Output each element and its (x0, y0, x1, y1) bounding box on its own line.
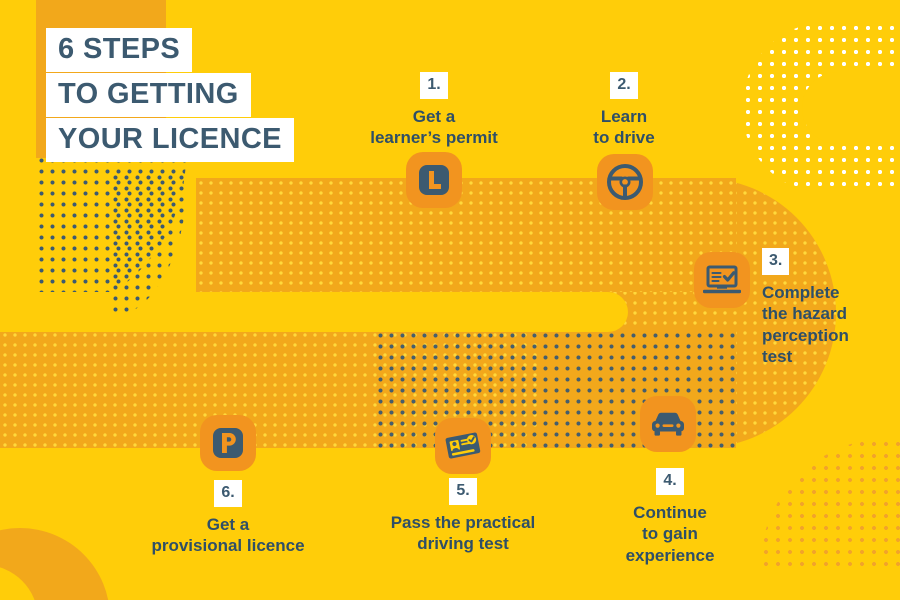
top-right-c-shape-dots (742, 22, 900, 194)
step-2-label: Learn to drive (593, 107, 655, 148)
step-1-number: 1. (420, 72, 448, 99)
step-4-label: Continue to gain experience (625, 503, 715, 565)
step-2-number: 2. (610, 72, 638, 99)
step-4-number: 4. (656, 468, 684, 495)
step-1-label: Get a learner’s permit (370, 107, 498, 148)
step-3: 3. Complete the hazard perception test (762, 248, 894, 368)
title-line-3: YOUR LICENCE (46, 118, 294, 162)
step-3-number: 3. (762, 248, 790, 275)
licence-card-icon[interactable] (435, 418, 491, 474)
road-bottom-band (0, 330, 736, 448)
steering-wheel-icon[interactable] (597, 154, 653, 210)
bottom-right-quarter-circle-dots (760, 438, 900, 568)
step-4: 4. Continue to gain experience (594, 468, 746, 566)
road-top-dots (196, 178, 736, 292)
step-5-label: Pass the practical driving test (390, 513, 536, 554)
step-2: 2. Learn to drive (546, 72, 702, 149)
title-line-1: 6 STEPS (46, 28, 193, 72)
laptop-checkmark-icon[interactable] (694, 252, 750, 308)
car-front-icon[interactable] (640, 396, 696, 452)
step-6-number: 6. (214, 480, 242, 507)
step-6-label: Get a provisional licence (151, 515, 305, 556)
step-1: 1. Get a learner’s permit (344, 72, 524, 149)
p-plate-icon[interactable] (200, 415, 256, 471)
top-right-c-shape-cutout (802, 72, 900, 144)
road-center-notch (0, 292, 628, 332)
road-top-band (196, 178, 736, 292)
step-3-label: Complete the hazard perception test (762, 283, 849, 367)
step-6: 6. Get a provisional licence (136, 480, 320, 557)
l-plate-icon[interactable] (406, 152, 462, 208)
top-left-quarter-circle-dots (36, 155, 186, 315)
title-line-2: TO GETTING (46, 73, 251, 117)
bottom-left-road-notch (0, 565, 38, 600)
page-title: 6 STEPS TO GETTING YOUR LICENCE (46, 28, 294, 162)
step-5-number: 5. (449, 478, 477, 505)
bottom-left-road-u-turn (0, 528, 110, 600)
step-5: 5. Pass the practical driving test (372, 478, 554, 555)
